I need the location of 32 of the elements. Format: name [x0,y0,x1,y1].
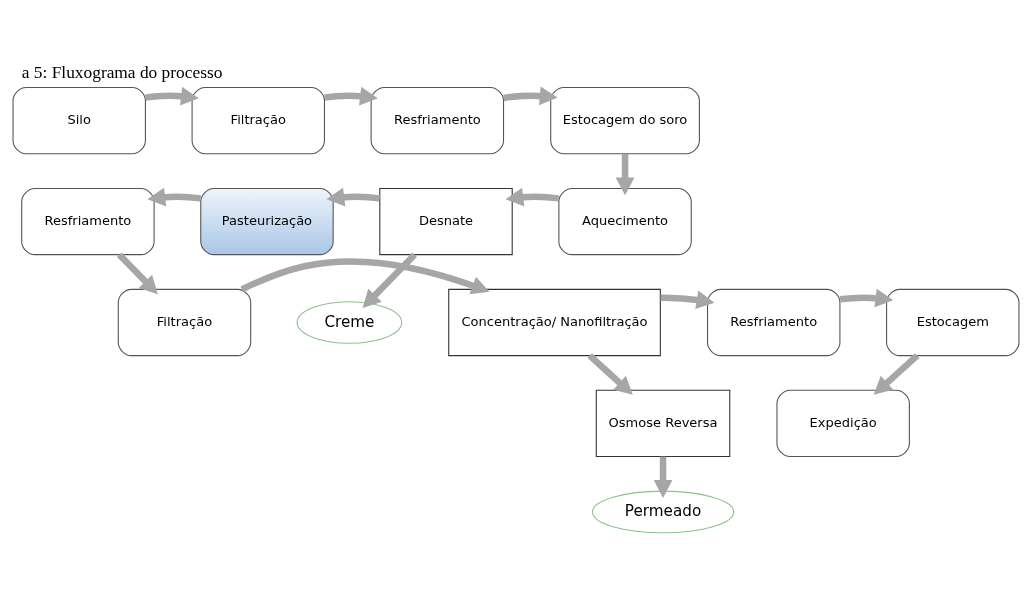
arrow [324,86,378,106]
arrow [839,288,894,308]
arrow [615,153,635,196]
node-box: Osmose Reversa [595,389,731,458]
arrow [362,252,417,309]
node-box: Concentração/ Nanofiltração [448,288,661,357]
node-box: Aquecimento [558,187,692,256]
node-box: Filtração [117,288,252,357]
arrow [147,187,201,207]
arrow [145,86,199,106]
arrow [505,187,560,207]
arrow [116,252,158,295]
node-box: Pasteurização [200,187,334,256]
arrow [587,353,633,395]
arrow [653,456,673,498]
arrow [503,86,558,106]
node-box: Resfriamento [21,187,155,256]
arrow [660,290,715,310]
node-box: Desnate [379,187,513,256]
arrow [326,187,380,207]
node-box: Expedição [776,389,910,458]
diagram-title: a 5: Fluxograma do processo [21,62,223,82]
node-box: Filtração [191,87,325,155]
node-box: Resfriamento [370,87,505,155]
node-box: Estocagem [886,288,1020,357]
node-box: Silo [12,87,146,155]
node-box: Estocagem do soro [550,87,700,155]
arrow [873,353,920,395]
node-ellipse: Permeado [591,490,735,534]
node-box: Resfriamento [707,288,841,357]
node-ellipse: Creme [296,301,403,344]
arrow [240,258,490,295]
